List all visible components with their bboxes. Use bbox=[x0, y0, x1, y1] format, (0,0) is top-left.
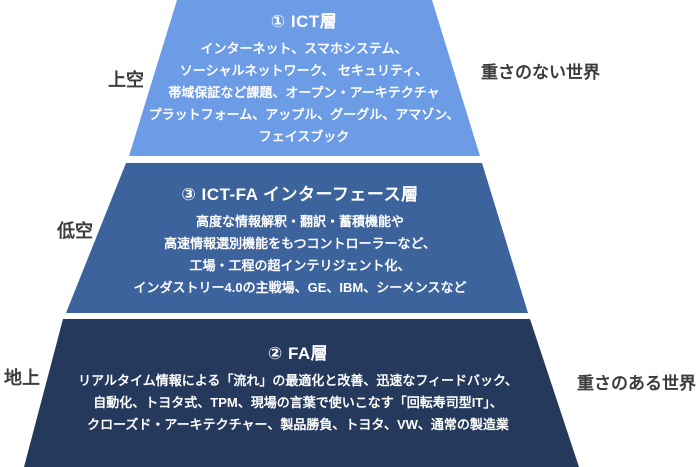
text-line: プラットフォーム、アップル、グーグル、アマゾン、 bbox=[148, 107, 460, 122]
fa-layer-shape bbox=[24, 319, 579, 467]
text-line: インターネット、スマホシステム、 bbox=[200, 41, 408, 56]
fa-layer-body: リアルタイム情報による「流れ」の最適化と改善、迅速なフィードバック、自動化、トヨ… bbox=[38, 370, 558, 436]
text-line: 高速情報選別機能をもつコントローラーなど、 bbox=[164, 236, 436, 251]
ict-fa-interface-layer-title: ③ ICT-FA インターフェース層 bbox=[181, 185, 419, 204]
ict-layer-title: ① ICT層 bbox=[270, 12, 338, 31]
text-line: ソーシャルネットワーク、 セキュリティ、 bbox=[179, 63, 429, 78]
ict-fa-interface-layer-shape bbox=[66, 163, 528, 313]
text-line: 帯域保証など課題、オープン・アーキテクチャ bbox=[168, 85, 440, 100]
altitude-label-sky: 上空 bbox=[108, 70, 144, 90]
altitude-label-ground: 地上 bbox=[4, 368, 40, 388]
text-line: クローズド・アーキテクチャー、製品勝負、トヨタ、VW、通常の製造業 bbox=[87, 417, 509, 432]
ict-fa-interface-layer-textblock: ③ ICT-FA インターフェース層 高度な情報解釈・翻訳・蓄積機能や高速情報選… bbox=[90, 183, 510, 299]
ict-layer-shape bbox=[129, 0, 480, 156]
right-label-weightless-world: 重さのない世界 bbox=[481, 63, 600, 82]
ict-layer-textblock: ① ICT層 インターネット、スマホシステム、ソーシャルネットワーク、 セキュリ… bbox=[121, 10, 487, 148]
ict-fa-interface-layer-body: 高度な情報解釈・翻訳・蓄積機能や高速情報選別機能をもつコントローラーなど、工場・… bbox=[90, 211, 510, 299]
altitude-label-low: 低空 bbox=[57, 221, 93, 241]
fa-layer-textblock: ② FA層 リアルタイム情報による「流れ」の最適化と改善、迅速なフィードバック、… bbox=[38, 342, 558, 436]
text-line: 自動化、トヨタ式、TPM、現場の言葉で使いこなす「回転寿司型IT」、 bbox=[93, 395, 503, 410]
text-line: フェイスブック bbox=[258, 129, 350, 144]
fa-layer-title: ② FA層 bbox=[267, 344, 329, 363]
text-line: インダストリー4.0の主戦場、GE、IBM、シーメンスなど bbox=[133, 280, 467, 295]
text-line: リアルタイム情報による「流れ」の最適化と改善、迅速なフィードバック、 bbox=[78, 373, 518, 388]
text-line: 高度な情報解釈・翻訳・蓄積機能や bbox=[195, 214, 404, 229]
right-label-weighted-world: 重さのある世界 bbox=[577, 374, 696, 393]
text-line: 工場・工程の超インテリジェント化、 bbox=[189, 258, 411, 273]
ict-layer-body: インターネット、スマホシステム、ソーシャルネットワーク、 セキュリティ、帯域保証… bbox=[121, 38, 487, 148]
